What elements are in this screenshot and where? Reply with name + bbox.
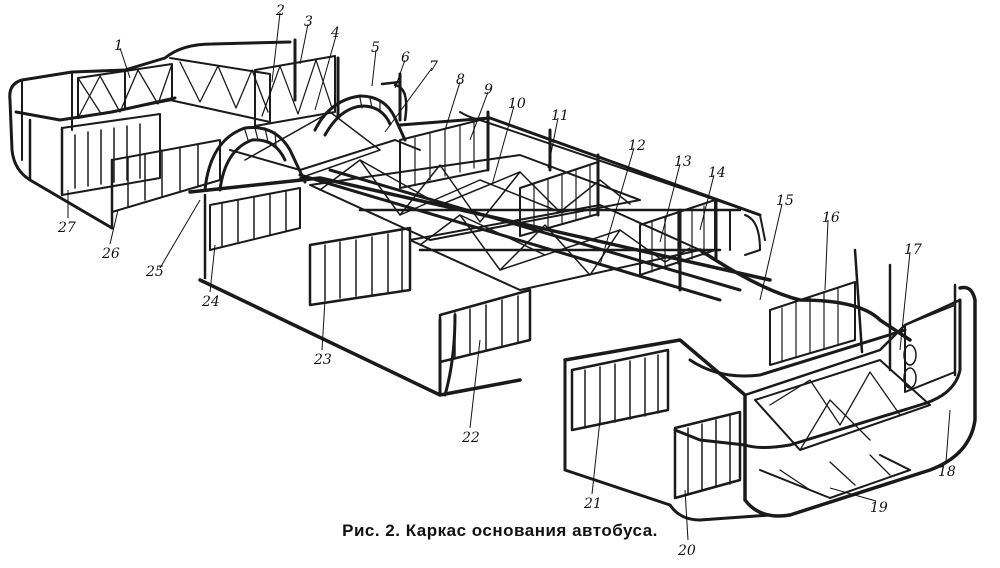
callout-1: 1 <box>114 38 123 54</box>
callout-9: 9 <box>484 82 493 98</box>
callout-21: 21 <box>583 496 602 512</box>
callout-17: 17 <box>904 242 922 258</box>
callout-18: 18 <box>938 464 956 480</box>
callout-12: 12 <box>628 138 646 154</box>
figure-caption: Рис. 2. Каркас основания автобуса. <box>342 521 658 540</box>
callout-22: 22 <box>461 430 480 446</box>
callout-25: 25 <box>145 264 164 280</box>
callout-19: 19 <box>870 500 888 516</box>
callout-24: 24 <box>201 294 220 310</box>
callout-6: 6 <box>401 50 410 66</box>
callout-4: 4 <box>330 25 340 41</box>
front-wheel-arch <box>203 80 421 192</box>
callout-13: 13 <box>674 154 692 170</box>
rear-section <box>563 198 977 522</box>
callout-8: 8 <box>456 72 465 88</box>
callout-leaders <box>67 12 951 541</box>
callout-11: 11 <box>551 108 569 124</box>
callout-numbers: 1 2 3 4 5 6 7 8 9 10 11 12 13 14 15 16 1… <box>57 3 956 559</box>
callout-20: 20 <box>677 543 696 559</box>
callout-14: 14 <box>708 165 726 181</box>
callout-10: 10 <box>508 96 526 112</box>
callout-27: 27 <box>57 220 76 236</box>
callout-2: 2 <box>275 3 285 19</box>
callout-3: 3 <box>304 14 313 30</box>
callout-16: 16 <box>822 210 840 226</box>
callout-26: 26 <box>101 246 120 262</box>
callout-15: 15 <box>776 193 794 209</box>
callout-7: 7 <box>429 59 438 75</box>
callout-5: 5 <box>371 40 380 56</box>
callout-23: 23 <box>313 352 332 368</box>
